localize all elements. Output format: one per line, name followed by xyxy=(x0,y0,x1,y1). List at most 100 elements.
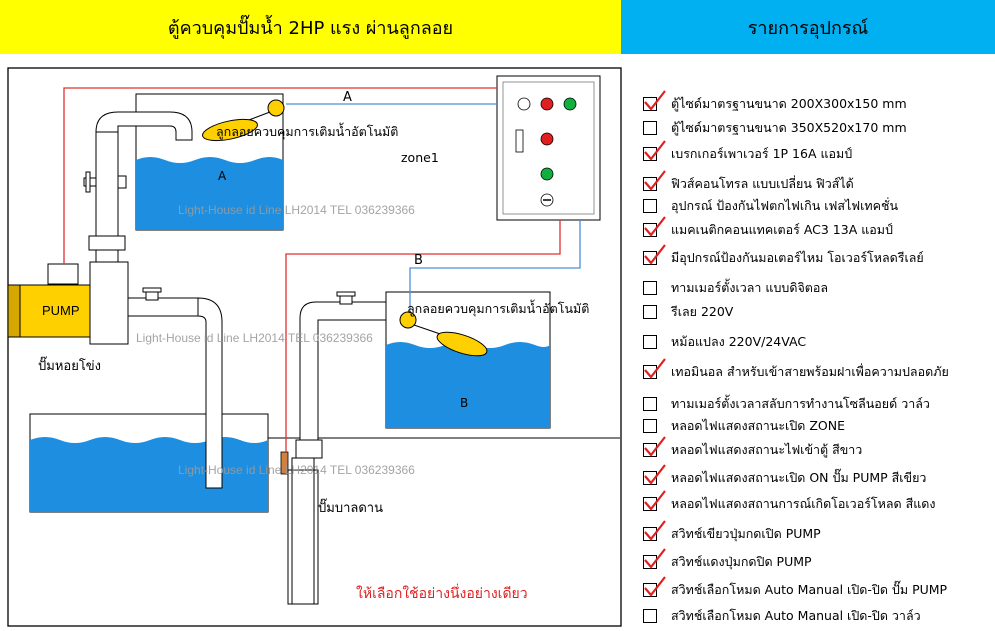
checklist-item[interactable]: รีเลย 220V xyxy=(643,302,733,322)
tank-a-label: A xyxy=(218,169,227,183)
checkbox-checked[interactable] xyxy=(643,464,666,485)
checklist-item[interactable]: หลอดไฟแสดงสถานการณ์เกิดโอเวอร์โหลด สีแดง xyxy=(643,490,936,514)
tank-b-water xyxy=(386,342,550,428)
pump-housing xyxy=(89,261,223,489)
check-mark-icon xyxy=(644,216,666,237)
choose-note: ให้เลือกใช้อย่างนึ่งอย่างเดียว xyxy=(356,584,528,602)
wire-red-pump xyxy=(63,87,497,264)
checkbox-checked[interactable] xyxy=(643,548,666,569)
start-button-icon xyxy=(540,167,554,181)
checklist-item-label: หม้อแปลง 220V/24VAC xyxy=(671,334,807,349)
checklist-item[interactable]: อุปกรณ์ ป้องกันไฟตกไฟเกิน เฟสไฟเทคชั่น xyxy=(643,196,898,216)
checklist-item-label: สวิทช์เลือกโหมด Auto Manual เปิด-ปิด ปั๊… xyxy=(671,582,948,597)
checklist-item[interactable]: ตู้ไซด์มาตรฐานขนาด 200X300x150 mm xyxy=(643,90,907,114)
check-mark-icon xyxy=(644,90,666,111)
wire-b xyxy=(409,220,581,310)
checkbox-unchecked[interactable] xyxy=(643,121,657,135)
wire-a-label: A xyxy=(343,90,352,105)
checklist-item-label: ทามเมอร์ตั้งเวลาสลับการทำงานโซลีนอยด์ วา… xyxy=(671,396,930,411)
float-a-label: ลูกลอยควบคุมการเติมน้ำอัตโนมัติ xyxy=(216,122,398,140)
checkbox-checked[interactable] xyxy=(643,90,666,111)
check-mark-icon xyxy=(644,244,666,265)
checkbox-unchecked[interactable] xyxy=(643,335,657,349)
checklist-item-label: สวิทช์เขียวปุ่มกดเปิด PUMP xyxy=(671,526,821,541)
checklist-item-label: สวิทช์แดงปุ่มกดปิด PUMP xyxy=(671,554,812,569)
checkbox-unchecked[interactable] xyxy=(643,419,657,433)
checklist-item-label: ฟิวส์คอนโทรล แบบเปลี่ยน ฟิวส์ได้ xyxy=(671,176,854,191)
submersible-pump-cable-gland xyxy=(280,451,289,475)
check-mark-icon xyxy=(644,140,666,161)
checklist-item[interactable]: ฟิวส์คอนโทรล แบบเปลี่ยน ฟิวส์ได้ xyxy=(643,170,854,194)
float-switch-a-icon xyxy=(267,99,285,117)
float-b-label: ลูกลอยควบคุมการเติมน้ำอัตโนมัติ xyxy=(407,299,589,317)
tank-a-water xyxy=(136,157,283,230)
watermark-3: Light-House id Line LH2014 TEL 036239366 xyxy=(178,463,415,477)
checkbox-checked[interactable] xyxy=(643,170,666,191)
tank-b-label: B xyxy=(460,396,468,410)
checkbox-checked[interactable] xyxy=(643,216,666,237)
checklist-item-label: หลอดไฟแสดงสถานะเปิด ON ปั๊ม PUMP สีเขียว xyxy=(671,470,927,485)
checklist-item[interactable]: หลอดไฟแสดงสถานะเปิด ON ปั๊ม PUMP สีเขียว xyxy=(643,464,927,488)
watermark-1: Light-House id Line LH2014 TEL 036239366 xyxy=(178,203,415,217)
checklist-item-label: เบรกเกอร์เพาเวอร์ 1P 16A แอมป์ xyxy=(671,146,853,161)
checklist-item-label: ทามเมอร์ตั้งเวลา แบบดิจิตอล xyxy=(671,280,829,295)
checklist-item[interactable]: สวิทช์เขียวปุ่มกดเปิด PUMP xyxy=(643,520,821,544)
checklist-item-label: เทอมินอล สำหรับเข้าสายพร้อมฝาเพื่อความปล… xyxy=(671,364,949,379)
wire-red-submersible xyxy=(285,220,561,452)
pump-terminal-box xyxy=(47,263,79,285)
checklist-item-label: แมคเนติกคอนแทคเตอร์ AC3 13A แอมป์ xyxy=(671,222,893,237)
checklist-item[interactable]: สวิทช์เลือกโหมด Auto Manual เปิด-ปิด ปั๊… xyxy=(643,576,948,600)
checkbox-unchecked[interactable] xyxy=(643,609,657,623)
checklist-item[interactable]: ทามเมอร์ตั้งเวลาสลับการทำงานโซลีนอยด์ วา… xyxy=(643,394,930,414)
checklist-item[interactable]: เบรกเกอร์เพาเวอร์ 1P 16A แอมป์ xyxy=(643,140,853,164)
checklist-item[interactable]: มีอุปกรณ์ป้องกันมอเตอร์ไหม โอเวอร์โหลดรี… xyxy=(643,244,924,268)
checklist-item[interactable]: สวิทช์เลือกโหมด Auto Manual เปิด-ปิด วาล… xyxy=(643,606,921,626)
checklist-item-label: สวิทช์เลือกโหมด Auto Manual เปิด-ปิด วาล… xyxy=(671,608,921,623)
checkbox-checked[interactable] xyxy=(643,140,666,161)
checklist-item-label: หลอดไฟแสดงสถานะเปิด ZONE xyxy=(671,418,845,433)
check-mark-icon xyxy=(644,436,666,457)
diagram-frame xyxy=(7,67,622,627)
check-mark-icon xyxy=(644,358,666,379)
checklist-item[interactable]: เทอมินอล สำหรับเข้าสายพร้อมฝาเพื่อความปล… xyxy=(643,358,949,382)
checkbox-checked[interactable] xyxy=(643,244,666,265)
pipe-to-tank-b xyxy=(287,291,387,605)
checkbox-unchecked[interactable] xyxy=(643,199,657,213)
checklist-item[interactable]: ตู้ไซด์มาตรฐานขนาด 350X520x170 mm xyxy=(643,118,907,138)
checklist-item-label: มีอุปกรณ์ป้องกันมอเตอร์ไหม โอเวอร์โหลดรี… xyxy=(671,250,924,265)
checkbox-checked[interactable] xyxy=(643,576,666,597)
pump-motor xyxy=(7,284,91,338)
checkbox-unchecked[interactable] xyxy=(643,397,657,411)
green-lamp-icon xyxy=(563,97,577,111)
checkbox-checked[interactable] xyxy=(643,358,666,379)
pump-motor-cap xyxy=(7,284,21,338)
float-a-body xyxy=(202,118,258,142)
checklist-item[interactable]: ทามเมอร์ตั้งเวลา แบบดิจิตอล xyxy=(643,278,828,298)
zone-indicator xyxy=(515,129,524,153)
checkbox-unchecked[interactable] xyxy=(643,305,657,319)
pipe-to-tank-a xyxy=(83,111,193,263)
checklist-item-label: รีเลย 220V xyxy=(671,304,734,319)
checklist-item[interactable]: หม้อแปลง 220V/24VAC xyxy=(643,332,806,352)
check-mark-icon xyxy=(644,170,666,191)
watermark-2: Light-House id Line LH2014 TEL 036239366 xyxy=(136,331,373,345)
checklist-item[interactable]: สวิทช์แดงปุ่มกดปิด PUMP xyxy=(643,548,812,572)
checkbox-checked[interactable] xyxy=(643,520,666,541)
checklist-item[interactable]: แมคเนติกคอนแทคเตอร์ AC3 13A แอมป์ xyxy=(643,216,893,240)
stop-button-icon xyxy=(540,132,554,146)
check-mark-icon xyxy=(644,464,666,485)
wire-b-label: B xyxy=(414,253,423,268)
checkbox-checked[interactable] xyxy=(643,490,666,511)
centrifugal-pump-label: ปั๊มหอยโข่ง xyxy=(38,356,101,374)
zone-label: zone1 xyxy=(401,150,439,165)
checkbox-unchecked[interactable] xyxy=(643,281,657,295)
checklist-item-label: หลอดไฟแสดงสถานะไฟเข้าตู้ สีขาว xyxy=(671,442,863,457)
red-lamp-icon xyxy=(540,97,554,111)
checklist-item[interactable]: หลอดไฟแสดงสถานะไฟเข้าตู้ สีขาว xyxy=(643,436,863,460)
float-switch-b-icon xyxy=(399,311,417,329)
pump-label: PUMP xyxy=(42,303,80,318)
float-b-body xyxy=(436,331,488,357)
checkbox-checked[interactable] xyxy=(643,436,666,457)
checklist-item[interactable]: หลอดไฟแสดงสถานะเปิด ZONE xyxy=(643,416,845,436)
submersible-pump-label: ปั๊มบาลดาน xyxy=(318,498,383,516)
